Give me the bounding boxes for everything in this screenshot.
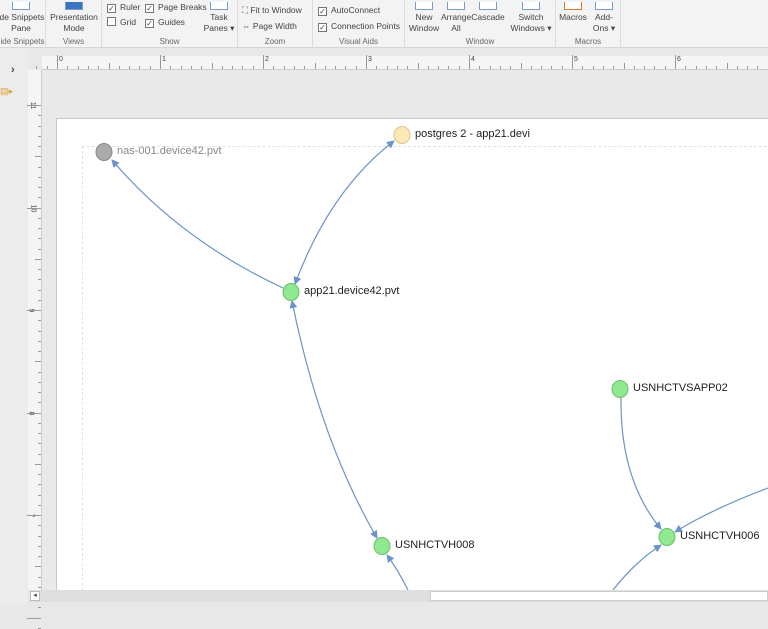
edge-app21-nas[interactable]: [112, 160, 283, 288]
node-label[interactable]: USNHCTVH008: [395, 539, 474, 551]
node-h006[interactable]: [659, 529, 675, 546]
node-label[interactable]: nas-001.device42.pvt: [117, 145, 222, 157]
edge-app21-h008[interactable]: [292, 301, 377, 538]
ruler-tick: [27, 618, 41, 619]
scrollbar-thumb[interactable]: [430, 591, 768, 601]
node-label[interactable]: postgres 2 - app21.devi: [415, 128, 530, 140]
scroll-left-arrow-icon[interactable]: ◂: [30, 591, 40, 601]
node-pg[interactable]: [394, 127, 410, 144]
edge-bottom-h006[interactable]: [613, 545, 661, 590]
node-h008[interactable]: [374, 538, 390, 555]
ruler-tick: [38, 607, 41, 608]
edge-sapp02-h006[interactable]: [621, 398, 661, 529]
horizontal-scrollbar[interactable]: ◂: [30, 590, 768, 602]
node-sapp02[interactable]: [612, 381, 628, 398]
node-label[interactable]: USNHCTVSAPP02: [633, 382, 728, 394]
node-app21[interactable]: [283, 284, 299, 301]
node-label[interactable]: app21.device42.pvt: [304, 285, 399, 297]
edge-bottom-h008[interactable]: [387, 555, 408, 590]
edge-right-h006[interactable]: [675, 488, 768, 532]
edge-app21-postgres[interactable]: [295, 141, 394, 284]
node-nas[interactable]: [96, 144, 112, 161]
node-label[interactable]: USNHCTVH006: [680, 530, 759, 542]
